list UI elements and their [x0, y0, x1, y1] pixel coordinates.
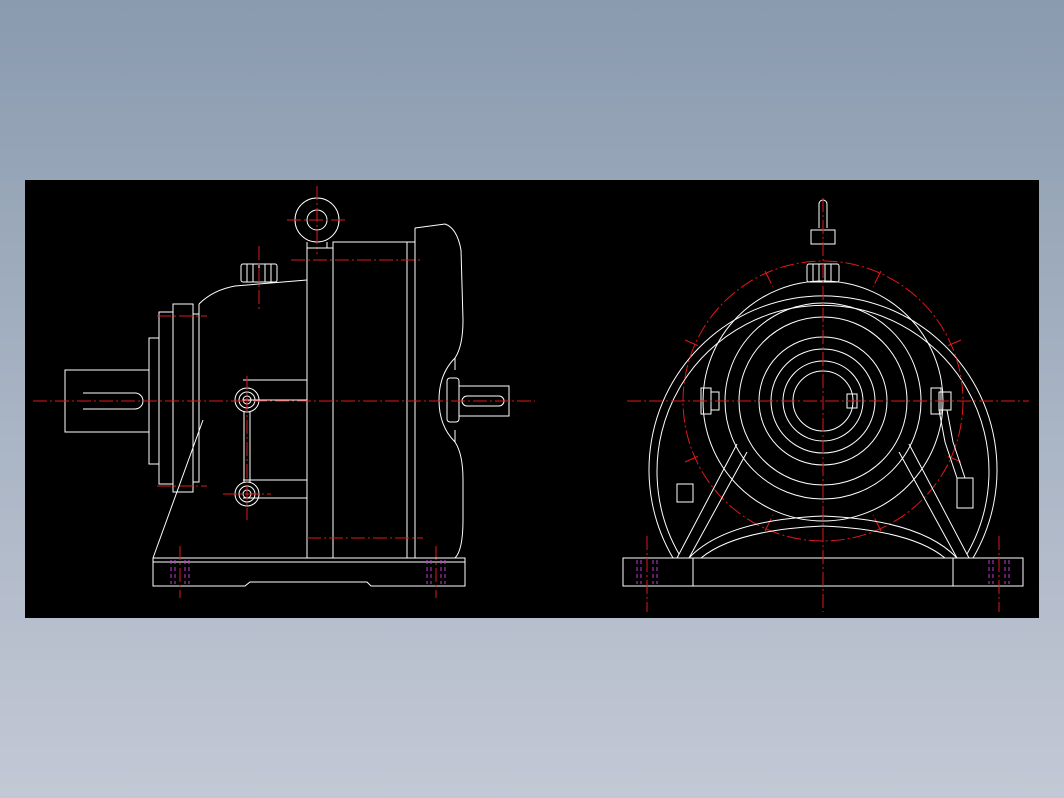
- drawing-canvas: [33, 186, 1029, 612]
- cad-viewport[interactable]: [25, 180, 1039, 618]
- front-side-fittings: [676, 387, 974, 509]
- output-shaft: [446, 377, 510, 423]
- lifting-eye: [287, 186, 347, 254]
- end-cover: [414, 223, 464, 559]
- housing-body: [152, 279, 308, 559]
- input-flange: [148, 303, 207, 493]
- center-housing: [291, 241, 423, 559]
- side-base-bolt-holes: [170, 546, 446, 598]
- oil-level-gauge: [223, 376, 271, 520]
- side-base: [152, 557, 466, 587]
- breather-plug: [240, 246, 278, 310]
- side-elevation-view: [33, 186, 535, 598]
- front-elevation-view: [622, 198, 1029, 612]
